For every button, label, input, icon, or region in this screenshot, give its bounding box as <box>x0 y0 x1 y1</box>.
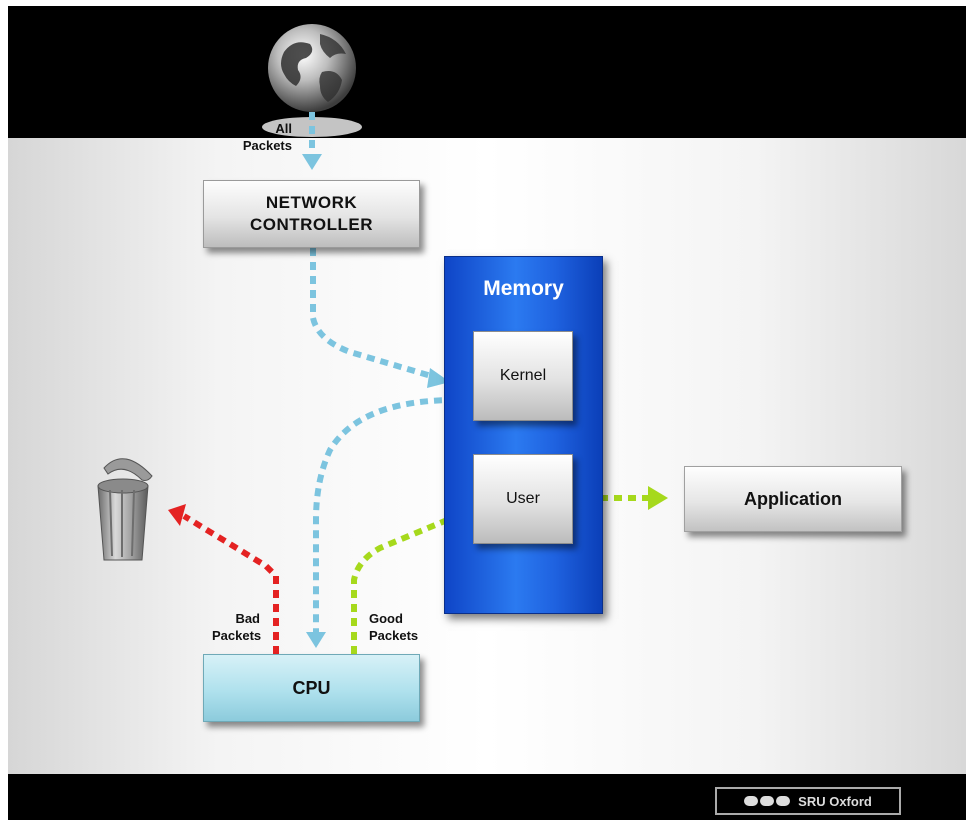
user-box: User <box>473 454 573 544</box>
bad-packets-label-line2: Packets <box>212 628 262 643</box>
network-controller-label-line1: NETWORK <box>265 193 358 212</box>
bottom-band <box>8 774 966 820</box>
top-band <box>8 6 966 138</box>
kernel-label: Kernel <box>499 367 547 384</box>
trash-can-icon <box>97 458 153 561</box>
footer-logo: SRU Oxford <box>715 787 901 815</box>
logo-text: SRU Oxford <box>798 793 872 809</box>
logo-mark-icon <box>744 796 791 806</box>
memory-title: Memory <box>483 277 564 300</box>
good-packets-label-line1: Good <box>369 611 403 626</box>
all-packets-label: All Packets <box>226 120 292 154</box>
all-packets-label-line1: All <box>275 121 292 136</box>
flow-all-packets <box>302 112 322 170</box>
memory-box: Memory <box>444 256 603 614</box>
kernel-box: Kernel <box>473 331 573 421</box>
globe-icon <box>262 24 362 137</box>
application-box: Application <box>684 466 902 532</box>
user-label: User <box>506 490 540 507</box>
cpu-box: CPU <box>203 654 420 722</box>
network-controller-label-line2: CONTROLLER <box>249 215 374 234</box>
all-packets-label-line2: Packets <box>242 138 292 153</box>
cpu-label: CPU <box>292 677 331 698</box>
good-packets-label: Good Packets <box>369 610 449 644</box>
flow-bad-packets <box>168 504 279 654</box>
bad-packets-label-line1: Bad <box>235 611 260 626</box>
flow-user-to-application <box>586 486 668 510</box>
flow-kernel-to-cpu <box>306 397 457 648</box>
good-packets-label-line2: Packets <box>369 628 419 643</box>
bad-packets-label: Bad Packets <box>212 610 262 644</box>
network-controller-box: NETWORK CONTROLLER <box>203 180 420 248</box>
flow-network-to-kernel <box>310 248 450 388</box>
right-edge <box>966 0 973 820</box>
application-label: Application <box>744 488 842 509</box>
